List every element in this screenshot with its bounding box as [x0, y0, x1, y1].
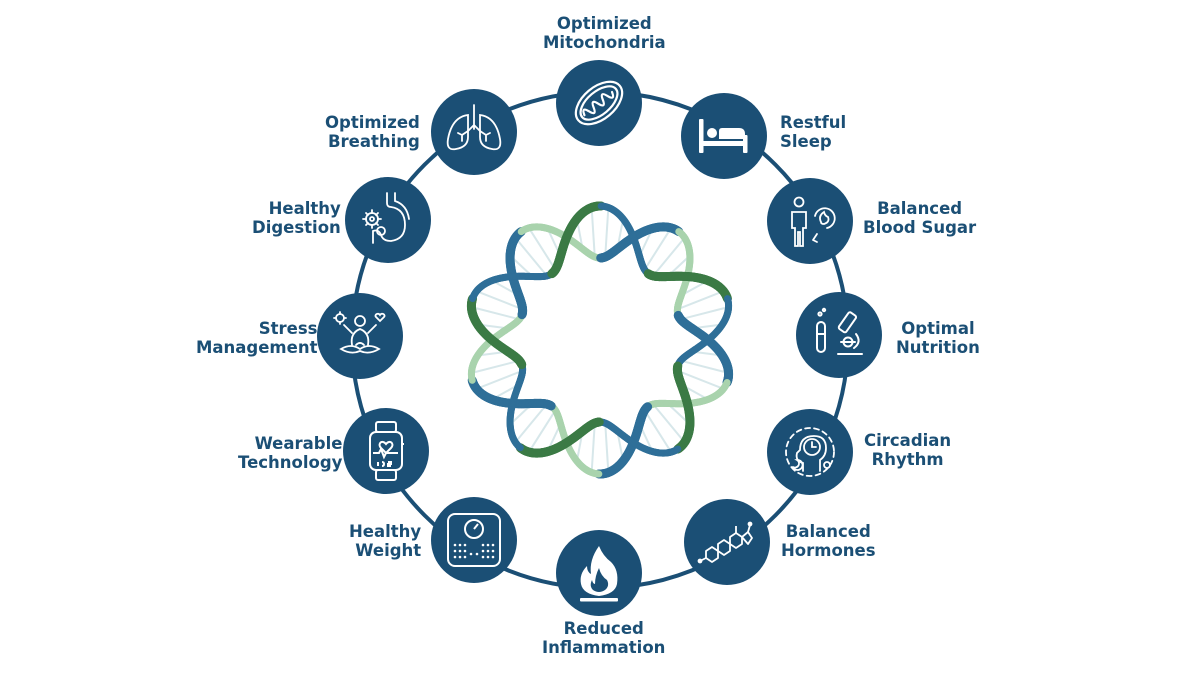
dna-rung — [476, 369, 523, 390]
label-line: Reduced — [563, 619, 644, 638]
node-breathing — [431, 89, 517, 175]
node-blood-sugar — [767, 178, 853, 264]
label-line: Balanced — [785, 522, 871, 541]
label-line: Restful — [780, 113, 847, 132]
dna-rung — [514, 403, 548, 443]
flame-icon — [580, 546, 618, 602]
steroid-molecule-icon — [697, 521, 753, 564]
label-line: Inflammation — [542, 638, 666, 657]
microscope-icon — [816, 307, 863, 355]
dna-rung — [643, 409, 672, 453]
dna-rung — [652, 237, 686, 277]
label-line: Sleep — [780, 132, 832, 151]
node-mitochondria — [556, 60, 642, 146]
label-weight: Healthy Weight — [349, 522, 421, 560]
label-breathing: Optimized Breathing — [325, 113, 420, 151]
label-sleep: Restful Sleep — [780, 113, 846, 151]
stomach-gears-icon — [362, 192, 410, 244]
dna-rung — [680, 306, 729, 321]
dna-rung — [652, 403, 686, 443]
mitochondria-icon — [574, 80, 624, 126]
label-line: Hormones — [781, 541, 876, 560]
circadian-head-icon — [785, 427, 835, 477]
dna-rung — [471, 306, 520, 321]
label-line: Optimized — [556, 14, 652, 33]
node-circadian — [767, 409, 853, 495]
label-line: Wearable — [254, 434, 343, 453]
scale-icon — [447, 513, 501, 567]
label-blood-sugar: Balanced Blood Sugar — [863, 199, 976, 237]
node-inflammation — [556, 530, 642, 616]
dna-rung — [590, 207, 596, 257]
bed-icon — [699, 119, 748, 153]
label-mitochondria: Optimized Mitochondria — [543, 14, 666, 52]
label-line: Healthy — [268, 199, 341, 218]
dna-rung — [476, 290, 523, 311]
node-sleep — [681, 93, 767, 179]
label-line: Rhythm — [871, 450, 944, 469]
label-line: Nutrition — [896, 338, 980, 357]
node-hormones — [684, 499, 770, 585]
label-nutrition: Optimal Nutrition — [896, 319, 980, 357]
label-line: Healthy — [349, 522, 422, 541]
label-line: Management — [196, 338, 318, 357]
meditation-icon — [333, 311, 386, 354]
lungs-icon — [446, 104, 502, 151]
node-stress — [317, 293, 403, 379]
label-inflammation: Reduced Inflammation — [542, 619, 665, 657]
label-line: Balanced — [877, 199, 963, 218]
label-line: Breathing — [327, 132, 420, 151]
label-line: Technology — [238, 453, 343, 472]
label-wearable: Wearable Technology — [238, 434, 342, 472]
label-line: Optimized — [325, 113, 420, 132]
dna-rung — [604, 423, 610, 473]
dna-rung — [643, 227, 672, 271]
dna-rung — [528, 227, 557, 271]
dna-rung — [677, 369, 724, 390]
dna-rung — [471, 359, 520, 374]
outer-ring — [350, 90, 850, 590]
dna-rung — [528, 409, 557, 453]
node-weight — [431, 497, 517, 583]
label-line: Weight — [355, 541, 422, 560]
dna-rung — [604, 207, 610, 257]
dna-strand-b — [704, 335, 713, 344]
label-line: Optimal — [901, 319, 975, 338]
label-line: Blood Sugar — [863, 218, 977, 237]
label-circadian: Circadian Rhythm — [864, 431, 951, 469]
node-nutrition — [796, 292, 882, 378]
dna-rung — [590, 423, 596, 473]
label-line: Circadian — [864, 431, 952, 450]
label-line: Digestion — [252, 218, 341, 237]
label-stress: Stress Management — [196, 319, 317, 357]
label-digestion: Healthy Digestion — [252, 199, 341, 237]
dna-double-helix-ring — [466, 201, 734, 479]
node-digestion — [345, 177, 431, 263]
dna-rung — [514, 237, 548, 277]
dna-rung — [677, 290, 724, 311]
dna-rung — [680, 359, 729, 374]
node-wearable — [343, 408, 429, 494]
glucose-person-icon — [791, 196, 836, 247]
label-line: Stress — [258, 319, 318, 338]
smartwatch-icon — [369, 421, 404, 481]
label-hormones: Balanced Hormones — [781, 522, 876, 560]
label-line: Mitochondria — [543, 33, 666, 52]
